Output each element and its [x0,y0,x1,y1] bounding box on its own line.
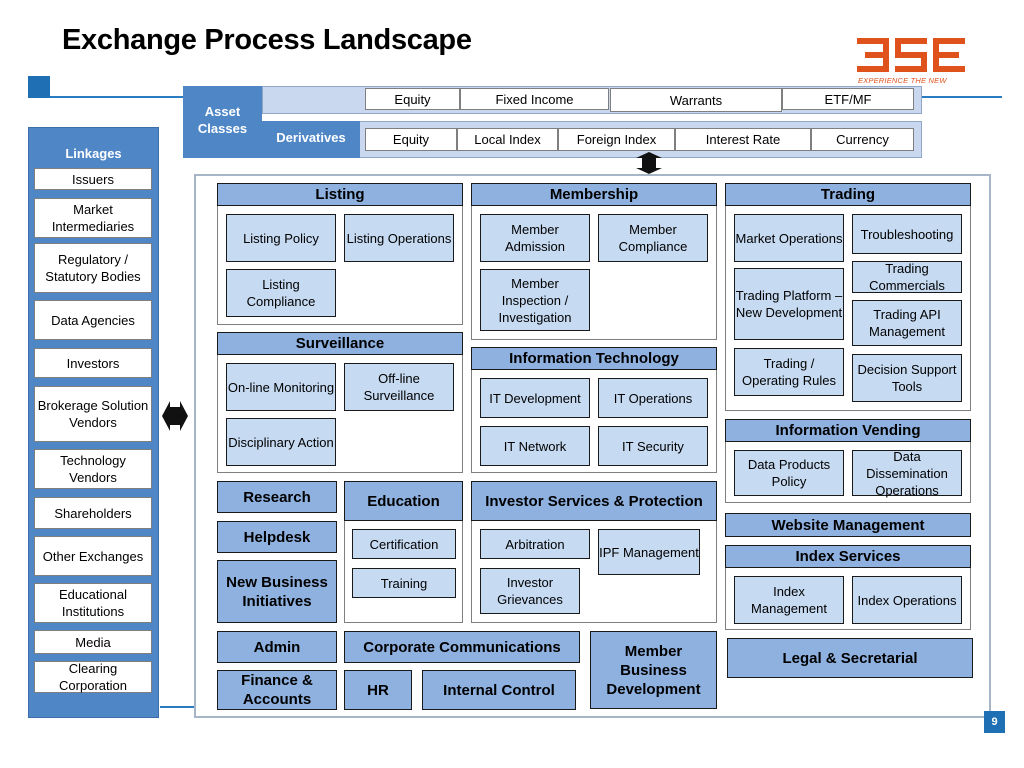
derivatives-label: Derivatives [262,121,360,158]
linkage-clearing-corporation: Clearing Corporation [34,661,152,693]
new-business-box: New Business Initiatives [217,560,337,623]
data-dissemination-box: Data Dissemination Operations [852,449,962,498]
linkage-shareholders: Shareholders [34,497,152,529]
deriv-interest-rate: Interest Rate [675,128,811,151]
data-products-box: Data Products Policy [734,450,844,496]
trading-rules-box: Trading / Operating Rules [734,348,844,396]
member-admission-box: Member Admission [480,214,590,262]
admin-box: Admin [217,631,337,663]
certification-box: Certification [352,529,456,559]
listing-operations-box: Listing Operations [344,214,454,262]
linkage-data-agencies: Data Agencies [34,300,152,340]
membership-header: Membership [471,183,717,206]
deriv-equity: Equity [365,128,457,151]
research-box: Research [217,481,337,513]
asset-fixed-income: Fixed Income [460,88,609,110]
linkages-title: Linkages [65,146,122,161]
disciplinary-action-box: Disciplinary Action [226,418,336,466]
offline-surveillance-box: Off-line Surveillance [344,363,454,411]
it-header: Information Technology [471,347,717,370]
online-monitoring-box: On-line Monitoring [226,363,336,411]
title-rule-right [922,96,1002,98]
member-business-development-box: Member Business Development [590,631,717,709]
investor-services-header: Investor Services & Protection [471,481,717,521]
page-title: Exchange Process Landscape [62,24,472,56]
index-operations-box: Index Operations [852,576,962,624]
linkage-market-intermediaries: Market Intermediaries [34,198,152,238]
logo-tagline: EXPERIENCE THE NEW [858,76,947,85]
it-operations-box: IT Operations [598,378,708,418]
it-development-box: IT Development [480,378,590,418]
linkage-issuers: Issuers [34,168,152,190]
investor-grievances-box: Investor Grievances [480,568,580,614]
member-inspection-box: Member Inspection / Investigation [480,269,590,331]
trading-commercials-box: Trading Commercials [852,261,962,293]
decision-support-box: Decision Support Tools [852,354,962,402]
asset-classes-label: Asset Classes [183,86,262,158]
ipf-management-box: IPF Management [598,529,700,575]
linkage-educational-institutions: Educational Institutions [34,583,152,623]
bse-logo [855,36,970,88]
trading-header: Trading [725,183,971,206]
helpdesk-box: Helpdesk [217,521,337,553]
it-security-box: IT Security [598,426,708,466]
linkage-regulatory-bodies: Regulatory / Statutory Bodies [34,243,152,293]
linkage-media: Media [34,630,152,654]
asset-warrants: Warrants [610,88,782,112]
linkage-brokerage-vendors: Brokerage Solution Vendors [34,386,152,442]
deriv-local-index: Local Index [457,128,558,151]
index-services-header: Index Services [725,545,971,568]
website-management-box: Website Management [725,513,971,537]
corporate-communications-box: Corporate Communications [344,631,580,663]
surveillance-header: Surveillance [217,332,463,355]
listing-policy-box: Listing Policy [226,214,336,262]
deriv-foreign-index: Foreign Index [558,128,675,151]
trading-api-box: Trading API Management [852,300,962,346]
page-number: 9 [984,711,1005,733]
linkage-technology-vendors: Technology Vendors [34,449,152,489]
title-accent-square [28,76,50,98]
internal-control-box: Internal Control [422,670,576,710]
horizontal-double-arrow-icon [162,397,188,435]
deriv-currency: Currency [811,128,914,151]
linkage-investors: Investors [34,348,152,378]
hr-box: HR [344,670,412,710]
arbitration-box: Arbitration [480,529,590,559]
title-rule-left [50,96,183,98]
linkage-other-exchanges: Other Exchanges [34,536,152,576]
trading-platform-box: Trading Platform – New Development [734,268,844,340]
market-operations-box: Market Operations [734,214,844,262]
asset-equity: Equity [365,88,460,110]
troubleshooting-box: Troubleshooting [852,214,962,254]
member-compliance-box: Member Compliance [598,214,708,262]
asset-etf-mf: ETF/MF [782,88,914,110]
vertical-double-arrow-icon [636,152,662,174]
finance-accounts-box: Finance & Accounts [217,670,337,710]
it-network-box: IT Network [480,426,590,466]
education-header: Education [344,481,463,521]
training-box: Training [352,568,456,598]
info-vending-header: Information Vending [725,419,971,442]
index-management-box: Index Management [734,576,844,624]
listing-compliance-box: Listing Compliance [226,269,336,317]
listing-header: Listing [217,183,463,206]
legal-secretarial-box: Legal & Secretarial [727,638,973,678]
